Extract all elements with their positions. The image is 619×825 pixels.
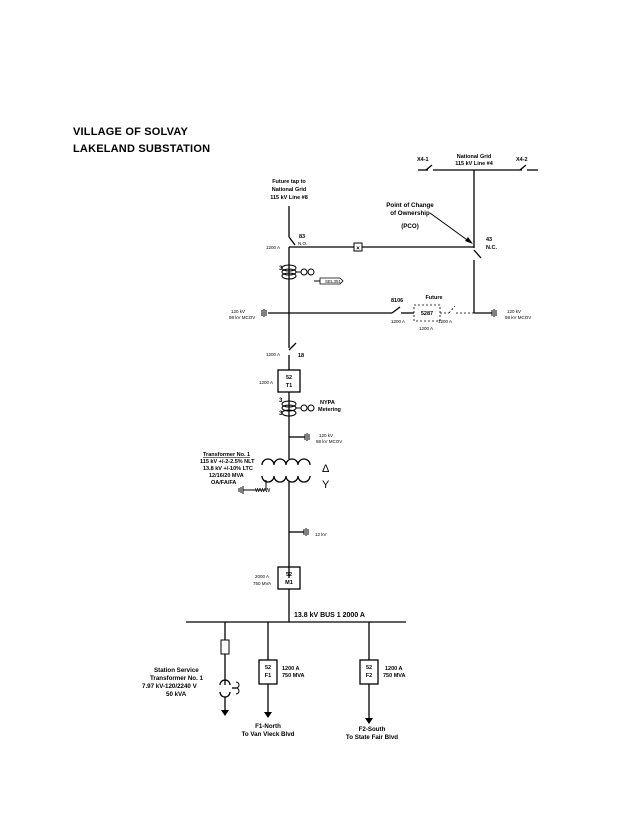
surge-arrester-right	[491, 309, 497, 317]
switch-x4-1-label: X4-1	[417, 157, 429, 163]
transformer-line-3: 12/16/20 MVA	[209, 473, 244, 479]
svg-text:×: ×	[356, 246, 360, 252]
metering-label: Metering	[318, 407, 341, 413]
line-4-feed	[418, 164, 538, 240]
switch-18-rating: 1200 A	[266, 352, 280, 357]
bus-label: 13.8 kV BUS 1 2000 A	[294, 612, 365, 619]
feeder-f2-arrow-icon	[365, 718, 373, 724]
switch-43	[473, 240, 482, 313]
national-grid-label: National Grid	[457, 154, 492, 160]
switch-18-id: 18	[298, 353, 304, 359]
switch-43-id: 43	[486, 237, 492, 243]
station-service-rating: 7.97 kV-120/2240 V	[142, 683, 198, 690]
arrester-lv-rating: 12 kV	[315, 532, 327, 537]
ct-count-top: 3	[279, 265, 283, 272]
breaker-m1-rating: 2000 A	[255, 574, 269, 579]
breaker-f1	[258, 659, 278, 685]
switch-x4-2-label: X4-2	[516, 157, 528, 163]
pco-arrow-icon	[465, 237, 473, 244]
future-tap-label-3: 115 kV Line #8	[270, 195, 308, 201]
station-service-transformer	[219, 622, 240, 716]
switch-83	[288, 236, 474, 263]
power-transformer	[238, 455, 311, 578]
breaker-f2-mva: 750 MVA	[383, 673, 406, 679]
arrester-right-rating: 120 kV	[507, 309, 521, 314]
switch-18	[288, 342, 297, 370]
line-4-label: 115 kV Line #4	[455, 161, 494, 167]
pco-marker-icon	[353, 242, 363, 252]
nypa-label: NYPA	[320, 400, 335, 406]
breaker-f2-name: F2	[366, 673, 372, 679]
delta-winding-icon: Δ	[322, 463, 330, 475]
breaker-t1-id: 52	[286, 375, 292, 381]
transformer-line-1: 115 kV +/-2-2.5% NLT	[200, 459, 255, 465]
breaker-f1-id: 52	[265, 665, 271, 671]
surge-arrester-left	[261, 309, 267, 317]
breaker-m1-name: M1	[285, 580, 293, 586]
breaker-f2-id: 52	[366, 665, 372, 671]
arrester-right-mcov: 98 kV MCOV	[505, 315, 531, 320]
breaker-f1-rating: 1200 A	[282, 666, 300, 672]
feeder-f1-arrow-icon	[264, 712, 272, 718]
feeder-f1-destination: To Van Vleck Blvd	[242, 731, 295, 738]
diagram-subtitle: LAKELAND SUBSTATION	[73, 143, 211, 155]
breaker-t1-name: T1	[286, 383, 292, 389]
arrester-mid-mcov: 98 kV MCOV	[316, 439, 342, 444]
breaker-f1-mva: 750 MVA	[282, 673, 305, 679]
station-service-kva: 50 kVA	[166, 691, 187, 698]
feeder-f2-destination: To State Fair Blvd	[346, 734, 398, 741]
switch-83-rating: 1200 A	[266, 245, 280, 250]
surge-arrester-lv	[303, 528, 309, 536]
switch-right-rating: 1200 A	[438, 319, 452, 324]
feeder-f1-name: F1-North	[255, 723, 281, 730]
pco-label: Point of Change	[386, 202, 434, 209]
arrester-left-mcov: 98 kV MCOV	[229, 315, 255, 320]
pco-label-2: of Ownership	[390, 210, 430, 217]
ct-count-b: 3	[279, 410, 283, 417]
breaker-5287-label: 5287	[421, 311, 433, 317]
feeder-f2-name: F2-South	[359, 726, 386, 733]
breaker-m1-id: 52	[286, 572, 292, 578]
transformer-line-2: 13.8 kV +/-10% LTC	[203, 466, 253, 472]
ct-set-relay	[281, 263, 344, 313]
future-label: Future	[425, 295, 442, 301]
wye-winding-icon: Y	[322, 479, 330, 491]
pco-leader	[429, 212, 471, 243]
switch-8106-rating: 1200 A	[391, 319, 405, 324]
arrester-left-rating: 120 kV	[231, 309, 245, 314]
transformer-line-4: OA/FA/FA	[211, 480, 236, 486]
relay-tag: SEL351	[325, 279, 342, 284]
breaker-f2	[359, 659, 379, 685]
breaker-f1-name: F1	[265, 673, 271, 679]
ct-set-metering	[281, 400, 315, 417]
switch-8106	[391, 306, 414, 314]
switch-43-state: N.C.	[486, 245, 497, 251]
switch-8106-id: 8106	[391, 298, 403, 304]
surge-arrester-mid	[304, 433, 310, 441]
switch-83-id: 83	[299, 234, 305, 240]
breaker-m1-mva: 750 MVA	[253, 581, 271, 586]
station-service-label: Station Service	[154, 667, 199, 674]
transformer-label: Transformer No. 1	[203, 452, 250, 458]
breaker-t1-rating: 1200 A	[259, 380, 273, 385]
station-service-label-2: Transformer No. 1	[150, 675, 204, 682]
diagram-title: VILLAGE OF SOLVAY	[73, 126, 189, 138]
switch-83-state: N.O.	[298, 241, 307, 246]
future-tap-label-2: National Grid	[272, 187, 307, 193]
ct-count-a: 3	[279, 397, 283, 404]
arrester-mid-rating: 120 kV	[319, 433, 333, 438]
pco-label-3: (PCO)	[401, 223, 419, 230]
breaker-5287-rating: 1200 A	[419, 326, 433, 331]
breaker-f2-rating: 1200 A	[385, 666, 403, 672]
future-tap-label: Future tap to	[272, 179, 306, 185]
ltc-icon: www	[254, 487, 271, 494]
